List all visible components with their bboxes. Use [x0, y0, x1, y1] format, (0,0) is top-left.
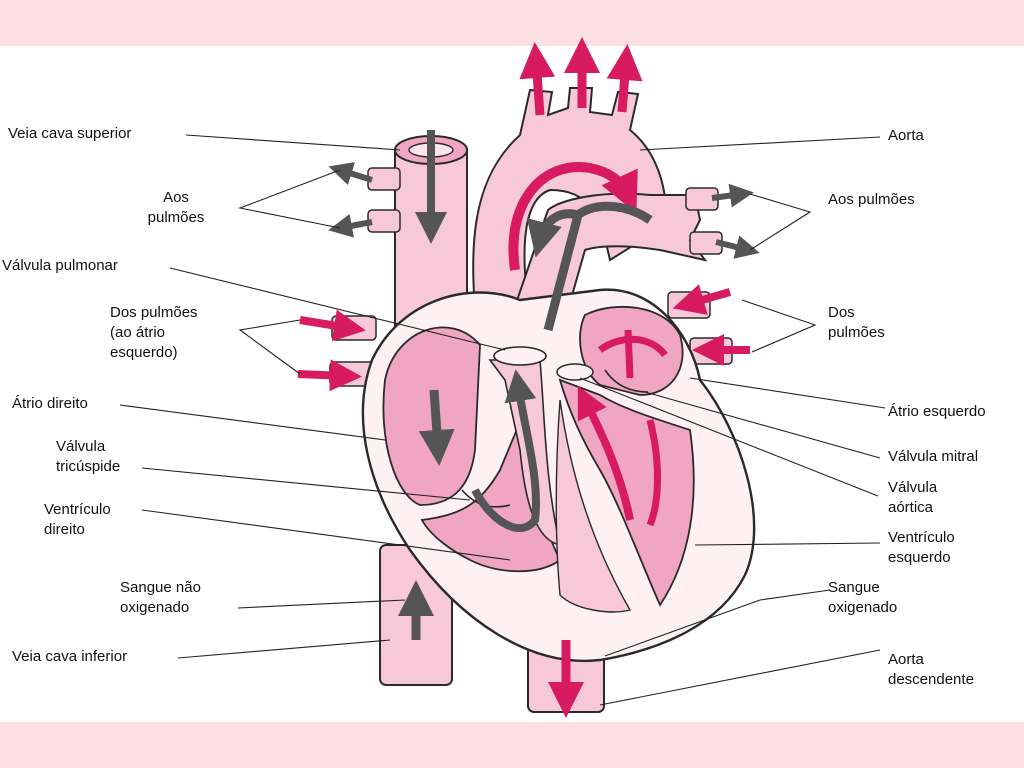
label-aos-pulmoes-right: Aos pulmões — [828, 191, 915, 208]
arrow-right-atrium-down — [418, 389, 455, 466]
arrow-left-atrium-flow — [597, 329, 668, 379]
label-valvula-pulmonar: Válvula pulmonar — [2, 257, 118, 274]
arrow-aorta-up-3 — [606, 44, 643, 113]
arrow-aorta-up-1 — [519, 42, 556, 116]
arrow-right-ventricle-loop — [471, 369, 540, 532]
label-aorta: Aorta — [888, 127, 924, 144]
arrow-left-ventricle-down — [646, 419, 661, 527]
label-atrio-esquerdo: Átrio esquerdo — [888, 403, 986, 420]
mitral-valve — [604, 369, 649, 393]
aortic-arch — [472, 87, 668, 342]
left-ventricle-apex — [555, 399, 632, 613]
arrow-from-lungs-right-top — [672, 284, 732, 315]
label-veia-cava-inferior: Veia cava inferior — [12, 648, 128, 665]
label-veia-cava-superior: Veia cava superior — [8, 125, 132, 142]
arrow-to-lungs-left-top — [328, 162, 373, 186]
arrow-from-lungs-left-top — [299, 309, 366, 342]
leader-lines — [119, 134, 886, 706]
arrow-to-lungs-right-top — [711, 183, 754, 208]
arrow-pulmonary-trunk-flow — [540, 201, 653, 332]
arrow-from-lungs-left-bottom — [297, 359, 362, 392]
arrow-left-ventricle-flow — [577, 385, 634, 521]
pulmonary-stub-left-bottom — [367, 209, 401, 233]
arrow-to-lungs-left-bottom — [328, 213, 373, 238]
label-atrio-direito: Átrio direito — [12, 395, 88, 412]
pulmonary-stub-left-top — [367, 167, 401, 191]
pulmonary-valve — [493, 346, 547, 366]
aortic-valve — [556, 363, 594, 381]
label-valvula-mitral: Válvula mitral — [888, 448, 979, 465]
arrow-to-lungs-right-bottom — [715, 235, 760, 259]
